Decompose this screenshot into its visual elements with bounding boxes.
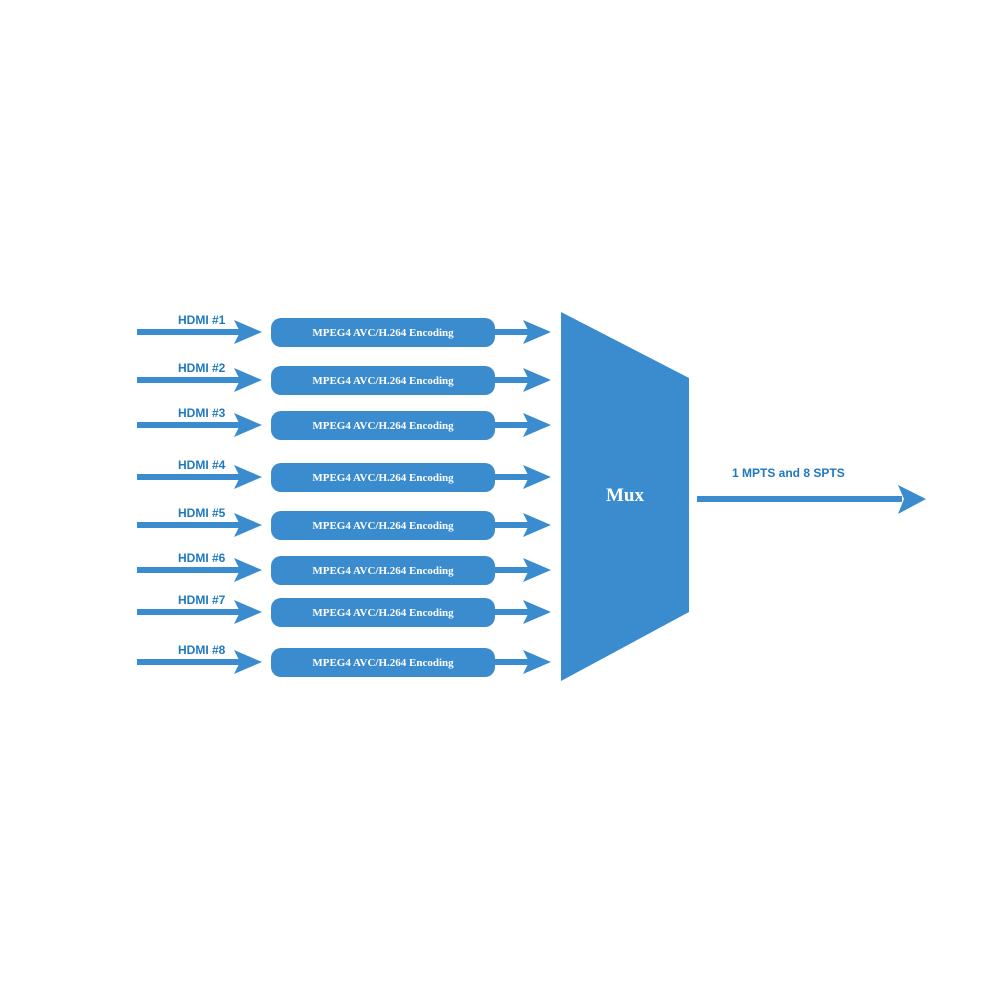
- input-arrow: [137, 600, 262, 624]
- input-arrow: [137, 558, 262, 582]
- input-arrow-shaft: [137, 567, 240, 573]
- encoder-output-arrow-head: [523, 413, 551, 437]
- output-arrow: [697, 485, 926, 514]
- encoder-output-arrow: [495, 558, 551, 582]
- encoder-label: MPEG4 AVC/H.264 Encoding: [312, 472, 454, 484]
- input-arrow-shaft: [137, 329, 240, 335]
- encoder-output-arrow-shaft: [495, 659, 529, 665]
- input-arrow-head: [234, 368, 262, 392]
- encoder-output-arrow-head: [523, 320, 551, 344]
- encoder-output-arrow-head: [523, 558, 551, 582]
- encoder-label: MPEG4 AVC/H.264 Encoding: [312, 375, 454, 387]
- input-arrow-head: [234, 465, 262, 489]
- input-arrow-shaft: [137, 422, 240, 428]
- input-label: HDMI #6: [178, 551, 226, 565]
- encoder-output-arrow-shaft: [495, 609, 529, 615]
- encoder-label: MPEG4 AVC/H.264 Encoding: [312, 565, 454, 577]
- encoder-output-arrow: [495, 513, 551, 537]
- encoder-box: [271, 318, 495, 347]
- mux-block: [561, 312, 689, 681]
- input-arrow-head: [234, 558, 262, 582]
- encoder-box: [271, 411, 495, 440]
- encoder-output-arrow-head: [523, 650, 551, 674]
- input-arrow-shaft: [137, 474, 240, 480]
- input-arrow: [137, 650, 262, 674]
- channel-row: HDMI #3 MPEG4 AVC/H.264 Encoding: [137, 406, 551, 440]
- channel-row: HDMI #2 MPEG4 AVC/H.264 Encoding: [137, 361, 551, 395]
- encoder-output-arrow-shaft: [495, 522, 529, 528]
- encoder-output-arrow: [495, 650, 551, 674]
- encoder-box: [271, 556, 495, 585]
- encoder-output-arrow-shaft: [495, 377, 529, 383]
- encoder-label: MPEG4 AVC/H.264 Encoding: [312, 607, 454, 619]
- encoder-label: MPEG4 AVC/H.264 Encoding: [312, 420, 454, 432]
- input-arrow-head: [234, 320, 262, 344]
- mux-label: Mux: [606, 485, 645, 506]
- channel-row: HDMI #6 MPEG4 AVC/H.264 Encoding: [137, 551, 551, 585]
- encoder-output-arrow-head: [523, 465, 551, 489]
- encoder-output-arrow-shaft: [495, 329, 529, 335]
- input-arrow-head: [234, 413, 262, 437]
- input-arrow: [137, 465, 262, 489]
- input-label: HDMI #7: [178, 593, 226, 607]
- output-arrow-shaft: [697, 496, 902, 502]
- encoder-box: [271, 598, 495, 627]
- encoder-output-arrow: [495, 368, 551, 392]
- encoder-output-arrow: [495, 320, 551, 344]
- input-arrow: [137, 413, 262, 437]
- input-label: HDMI #4: [178, 458, 226, 472]
- input-arrow-head: [234, 600, 262, 624]
- encoder-label: MPEG4 AVC/H.264 Encoding: [312, 657, 454, 669]
- input-arrow-shaft: [137, 377, 240, 383]
- input-arrow-shaft: [137, 522, 240, 528]
- input-label: HDMI #3: [178, 406, 226, 420]
- encoder-label: MPEG4 AVC/H.264 Encoding: [312, 520, 454, 532]
- channel-row: HDMI #7 MPEG4 AVC/H.264 Encoding: [137, 593, 551, 627]
- encoder-box: [271, 648, 495, 677]
- encoder-output-arrow: [495, 465, 551, 489]
- input-arrow-shaft: [137, 609, 240, 615]
- output-label: 1 MPTS and 8 SPTS: [732, 466, 845, 480]
- encoder-output-arrow-head: [523, 513, 551, 537]
- input-arrow: [137, 513, 262, 537]
- encoder-output-arrow-head: [523, 600, 551, 624]
- output-arrow-head: [898, 485, 926, 514]
- encoder-box: [271, 366, 495, 395]
- input-label: HDMI #8: [178, 643, 226, 657]
- encoder-output-arrow-shaft: [495, 474, 529, 480]
- channel-row: HDMI #1 MPEG4 AVC/H.264 Encoding: [137, 313, 551, 347]
- channel-row: HDMI #5 MPEG4 AVC/H.264 Encoding: [137, 506, 551, 540]
- input-arrow: [137, 320, 262, 344]
- input-label: HDMI #5: [178, 506, 226, 520]
- encoder-output-arrow: [495, 413, 551, 437]
- input-arrow: [137, 368, 262, 392]
- encoder-box: [271, 511, 495, 540]
- encoder-label: MPEG4 AVC/H.264 Encoding: [312, 327, 454, 339]
- encoder-output-arrow-head: [523, 368, 551, 392]
- input-label: HDMI #1: [178, 313, 226, 327]
- input-arrow-shaft: [137, 659, 240, 665]
- encoder-output-arrow-shaft: [495, 422, 529, 428]
- input-arrow-head: [234, 513, 262, 537]
- channel-row: HDMI #8 MPEG4 AVC/H.264 Encoding: [137, 643, 551, 677]
- channel-row: HDMI #4 MPEG4 AVC/H.264 Encoding: [137, 458, 551, 492]
- encoder-output-arrow: [495, 600, 551, 624]
- input-arrow-head: [234, 650, 262, 674]
- encoder-output-arrow-shaft: [495, 567, 529, 573]
- encoder-box: [271, 463, 495, 492]
- input-label: HDMI #2: [178, 361, 226, 375]
